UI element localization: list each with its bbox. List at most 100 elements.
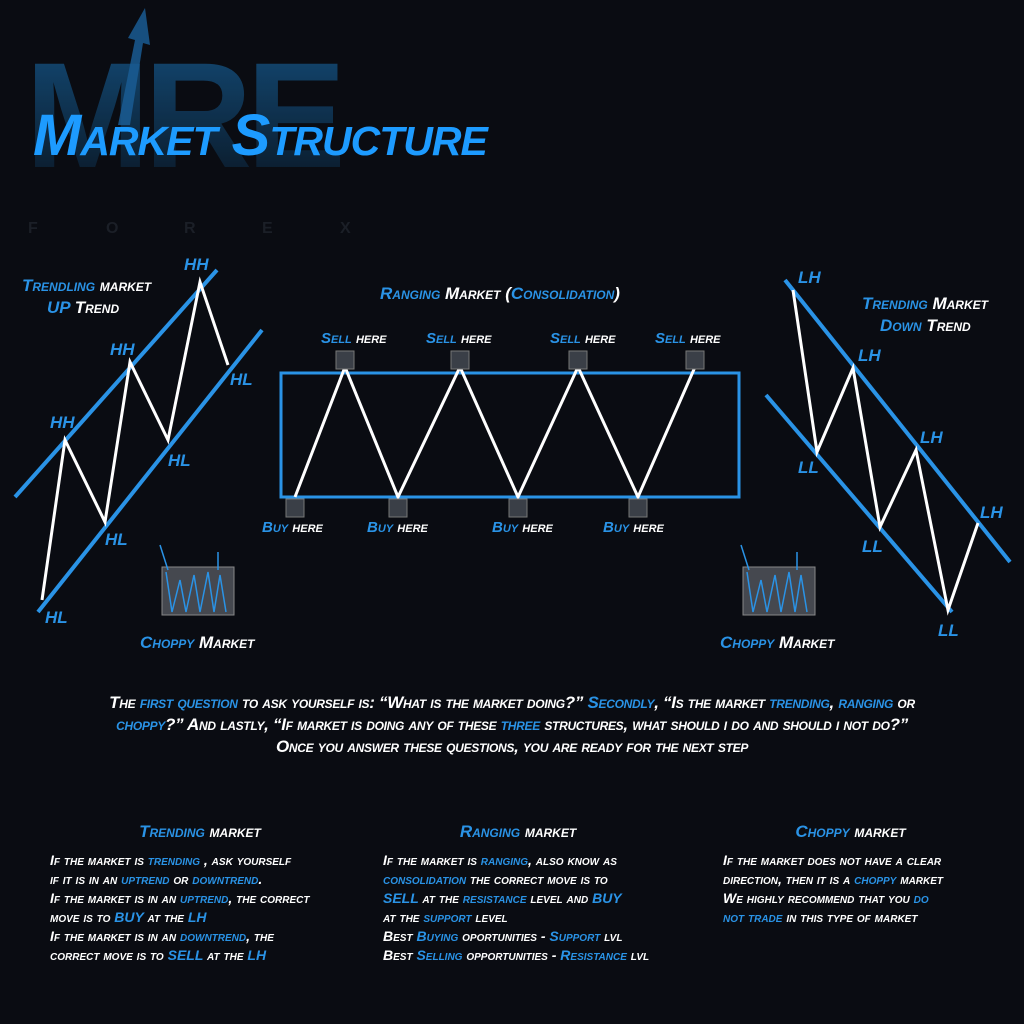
- choppy-icon: [740, 544, 816, 616]
- buy-marker: [508, 498, 528, 518]
- highlight-text: Ranging: [380, 284, 441, 303]
- uptrend-diagram: [13, 268, 264, 614]
- text-line: Sell here: [655, 330, 721, 347]
- text: oportunities -: [458, 928, 550, 944]
- hh-label: HH: [110, 340, 135, 359]
- text: , the: [246, 928, 274, 944]
- highlight-text: Sell: [426, 330, 457, 347]
- highlight-text: uptrend: [121, 871, 170, 887]
- text-line: Best Buying oportunities - Support lvl: [383, 927, 653, 946]
- uptrend-title: Trendling market: [22, 276, 151, 296]
- text-line: direction, then it is a choppy market: [723, 870, 978, 889]
- text: lvl: [600, 928, 623, 944]
- logo-letter: X: [340, 220, 351, 237]
- highlight-text: Selling: [416, 947, 463, 963]
- sell-here-label: Sell here: [426, 330, 492, 347]
- text: structures, what should i do and should …: [539, 715, 908, 734]
- lh-label: LH: [858, 346, 881, 365]
- text: here: [518, 519, 553, 536]
- highlight-text: SELL: [383, 890, 419, 906]
- highlight-text: ranging: [838, 693, 893, 712]
- text-line: Buy here: [492, 519, 553, 536]
- highlight-text: Trendling: [22, 276, 96, 295]
- text-line: We highly recommend that you do: [723, 889, 978, 908]
- text: Best: [383, 928, 417, 944]
- price-zigzag: [791, 289, 980, 616]
- hl-label: HL: [230, 370, 253, 389]
- buy-here-label: Buy here: [367, 519, 428, 536]
- text: opportunities -: [462, 947, 561, 963]
- text-line: Trending market: [50, 822, 350, 841]
- section-heading: Trending market: [50, 822, 350, 841]
- highlight-text: Consolidation: [510, 284, 615, 303]
- text: , ask yourself: [200, 852, 292, 868]
- support-line: [764, 393, 954, 614]
- section-trending: Trending market If the market is trendin…: [50, 822, 350, 965]
- highlight-text: Sell: [321, 330, 352, 347]
- text-line: UP Trend: [47, 298, 119, 318]
- ll-label: LL: [798, 458, 819, 477]
- highlight-text: Trending: [139, 822, 205, 841]
- resistance-line: [13, 268, 219, 499]
- lh-label: LH: [980, 503, 1003, 522]
- highlight-text: Choppy: [795, 822, 850, 841]
- section-body: If the market is trending , ask yourself…: [50, 851, 350, 965]
- downtrend-diagram: [764, 278, 1012, 616]
- text-line: Buy here: [367, 519, 428, 536]
- text: If the market does not have a clear: [723, 852, 942, 868]
- text-line: Choppy Market: [140, 633, 255, 653]
- ranging-title: Ranging Market (Consolidation): [380, 284, 620, 304]
- highlight-text: not trade: [723, 909, 783, 925]
- text: ,: [829, 693, 839, 712]
- text: at the: [418, 890, 463, 906]
- text-line: If the market is in an downtrend, the: [50, 927, 350, 946]
- text-line: consolidation the correct move is to: [383, 870, 653, 889]
- text: if it is in an: [50, 871, 122, 887]
- highlight-text: Trending: [862, 294, 928, 313]
- highlight-text: three: [500, 715, 540, 734]
- downtrend-title: Trending Market: [862, 294, 988, 314]
- text: Market (: [440, 284, 511, 303]
- text: here: [580, 330, 616, 347]
- logo-letter: E: [262, 220, 273, 237]
- text: Market: [194, 633, 255, 652]
- hl-label: HL: [168, 451, 191, 470]
- text-line: choppy?” And lastly, “If market is doing…: [40, 714, 984, 736]
- text-line: Choppy Market: [720, 633, 835, 653]
- text: lvl: [626, 947, 650, 963]
- buy-here-label: Buy here: [492, 519, 553, 536]
- hh-label: HH: [184, 255, 209, 274]
- text: The: [109, 693, 140, 712]
- text: market: [849, 822, 906, 841]
- ll-label: LL: [938, 621, 959, 640]
- text: here: [685, 330, 721, 347]
- highlight-text: SELL: [167, 947, 204, 963]
- text-line: at the support level: [383, 908, 653, 927]
- section-heading: Choppy market: [723, 822, 978, 841]
- text-line: If the market is ranging, also know as: [383, 851, 653, 870]
- text: Once you answer these questions, you are…: [275, 737, 749, 756]
- hl-label: HL: [105, 530, 128, 549]
- text-line: If the market is trending , ask yourself: [50, 851, 350, 870]
- text: Trend: [70, 298, 120, 317]
- section-ranging: Ranging market If the market is ranging,…: [383, 822, 653, 965]
- highlight-text: Sell: [655, 330, 686, 347]
- page-title: Market Structure: [33, 103, 488, 168]
- ll-label: LL: [862, 537, 883, 556]
- section-choppy: Choppy market If the market does not hav…: [723, 822, 978, 927]
- text-line: Once you answer these questions, you are…: [40, 736, 984, 758]
- text: at the: [143, 909, 188, 925]
- sell-here-label: Sell here: [321, 330, 387, 347]
- highlight-text: Choppy: [720, 633, 775, 652]
- highlight-text: first question: [139, 693, 238, 712]
- text-line: if it is in an uptrend or downtrend.: [50, 870, 350, 889]
- text: Trend: [921, 316, 971, 335]
- highlight-text: Support: [549, 928, 601, 944]
- text-line: The first question to ask yourself is: “…: [40, 692, 984, 714]
- support-line: [36, 328, 264, 614]
- text-line: Sell here: [550, 330, 616, 347]
- sell-here-label: Sell here: [655, 330, 721, 347]
- highlight-text: LH: [187, 909, 207, 925]
